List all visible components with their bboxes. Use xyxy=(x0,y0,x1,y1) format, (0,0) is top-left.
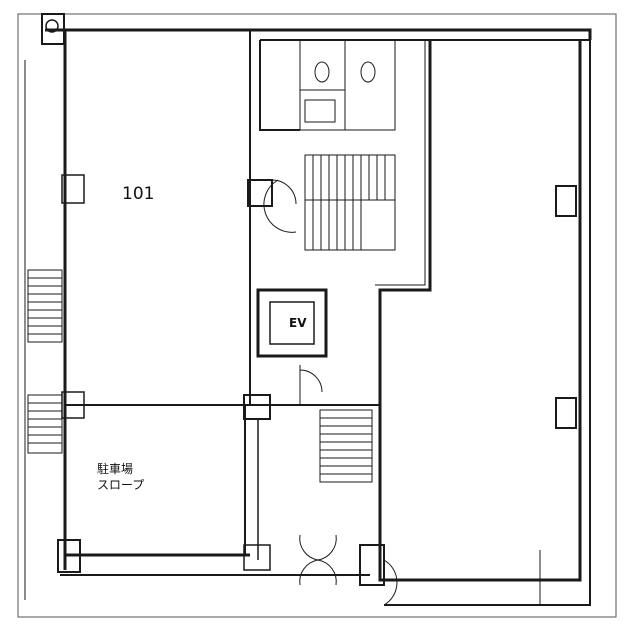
toilets xyxy=(299,39,396,131)
wall-top xyxy=(45,28,592,40)
room-label-elevator: EV xyxy=(289,316,307,330)
parking-label-line2: スロープ xyxy=(97,478,145,492)
stairs-lower xyxy=(319,409,373,483)
stairs-left xyxy=(27,269,63,454)
pipe-icon xyxy=(45,19,59,33)
parking-label-line1: 駐車場 xyxy=(97,462,134,476)
elevator-car xyxy=(269,301,315,345)
room-101-walls xyxy=(64,30,251,406)
elevator-shaft xyxy=(256,288,328,358)
room-label-parking: 駐車場 スロープ xyxy=(97,461,144,493)
column xyxy=(41,13,65,45)
property-boundary xyxy=(17,13,617,618)
right-room-walls xyxy=(378,40,582,582)
stairs-center xyxy=(304,154,396,251)
parking-room-walls xyxy=(64,405,246,556)
room-label-101: 101 xyxy=(122,184,155,204)
